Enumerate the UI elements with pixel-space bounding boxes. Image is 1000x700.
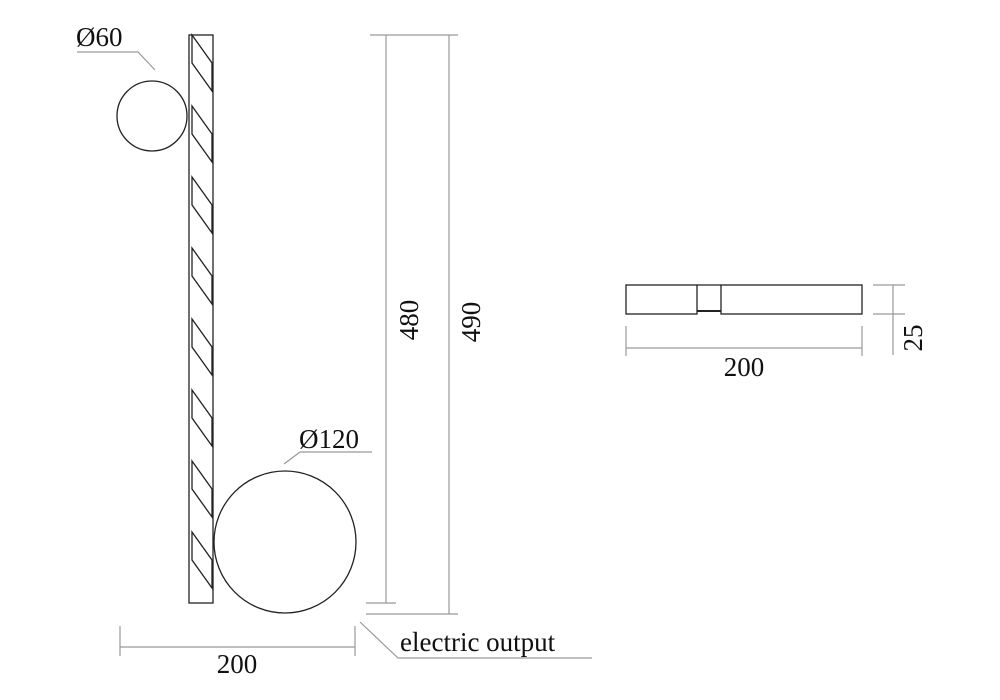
wall-bar — [188, 34, 214, 604]
hatch-mark — [191, 387, 213, 449]
hatch-mark — [191, 316, 213, 378]
depth-label: 25 — [898, 325, 928, 352]
hatch-mark — [191, 103, 213, 165]
dimension-depth: 25 — [873, 284, 928, 355]
large-globe-label: Ø120 — [299, 424, 359, 454]
small-globe — [116, 80, 188, 152]
height-480-label: 480 — [394, 300, 424, 341]
electric-output-leader — [359, 621, 592, 659]
front-view: Ø60 Ø120 480 490 200 electric output — [76, 22, 592, 679]
height-490-label: 490 — [456, 302, 486, 343]
canopy-right — [720, 284, 863, 315]
dimension-480: 480 — [366, 34, 458, 604]
width-label: 200 — [217, 649, 258, 679]
hatch-mark — [191, 529, 213, 591]
hatch-mark — [191, 174, 213, 236]
hatch-mark — [191, 245, 213, 307]
small-globe-label: Ø60 — [76, 22, 123, 52]
hatch-mark — [191, 32, 213, 94]
electric-output-label: electric output — [400, 627, 556, 657]
dimension-side-width: 200 — [625, 326, 863, 382]
large-globe — [213, 470, 357, 614]
small-globe-leader — [77, 51, 156, 71]
hatch-mark — [191, 458, 213, 520]
dimension-width: 200 — [119, 626, 356, 679]
bar-hatching — [191, 32, 213, 591]
large-globe-leader — [283, 451, 372, 465]
side-width-label: 200 — [724, 352, 765, 382]
side-view: 25 200 — [625, 284, 928, 382]
canopy-left — [625, 284, 698, 315]
dimension-490: 490 — [366, 35, 486, 615]
